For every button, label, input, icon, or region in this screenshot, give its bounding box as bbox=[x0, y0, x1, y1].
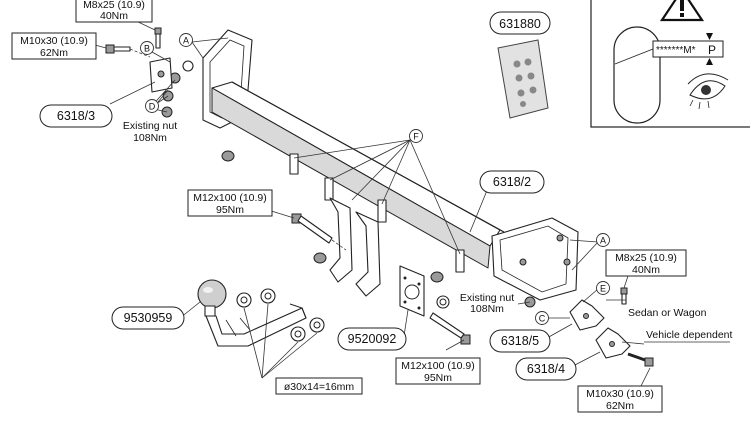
bracket-6318-5 bbox=[569, 299, 605, 331]
bolt-mid-torque: 95Nm bbox=[216, 204, 244, 216]
bolt-left bbox=[105, 44, 151, 58]
pill-6318-4: 6318/4 bbox=[515, 357, 577, 381]
bolt-right-spec: M8x25 (10.9) bbox=[615, 252, 677, 264]
letter-markers: A B D F A E C bbox=[140, 33, 610, 325]
letter-e: E bbox=[600, 284, 606, 294]
bolt-br-torque: 62Nm bbox=[606, 400, 634, 412]
hardware-kit-bag: 631880 bbox=[489, 11, 551, 119]
bracket-6318-4 bbox=[595, 327, 631, 359]
nut-right-line1: Existing nut bbox=[460, 292, 514, 304]
spec-box-bolt-low: M12x100 (10.9) 95Nm bbox=[395, 357, 481, 385]
bolt-left-torque: 62Nm bbox=[40, 47, 68, 59]
sedan-wagon-note: Sedan or Wagon bbox=[628, 307, 707, 319]
vehicle-dependent-note: Vehicle dependent bbox=[646, 329, 732, 341]
pill-6318-3: 6318/3 bbox=[39, 104, 113, 128]
bracket-right-code: 6318/2 bbox=[493, 175, 531, 189]
spec-box-bolt-mid: M12x100 (10.9) 95Nm bbox=[187, 189, 273, 217]
letter-a-left: A bbox=[183, 36, 189, 46]
bolt-right-bottom bbox=[627, 352, 654, 367]
letter-a-right: A bbox=[600, 236, 606, 246]
leader-lines bbox=[94, 9, 651, 389]
letter-b: B bbox=[144, 44, 150, 54]
bolt-mid-spec: M12x100 (10.9) bbox=[193, 192, 267, 204]
bolt-top-spec: M8x25 (10.9) bbox=[83, 0, 145, 11]
pill-6318-5: 6318/5 bbox=[489, 329, 551, 353]
pill-6318-2: 6318/2 bbox=[479, 170, 545, 194]
kit-number: 631880 bbox=[499, 17, 541, 31]
pill-9520092: 9520092 bbox=[337, 327, 407, 351]
ball-part-code: 9530959 bbox=[124, 311, 173, 325]
warning-panel: *******M* P bbox=[590, 0, 750, 128]
crossbar bbox=[202, 29, 579, 301]
nut-right-line2: 108Nm bbox=[470, 303, 504, 315]
ball-neck bbox=[197, 279, 307, 347]
bracket-left-code: 6318/3 bbox=[57, 109, 95, 123]
spacers bbox=[236, 288, 325, 342]
bolt-top-torque: 40Nm bbox=[100, 10, 128, 22]
bracket-6318-3 bbox=[149, 57, 173, 93]
pill-9530959: 9530959 bbox=[111, 306, 185, 330]
bolt-low-torque: 95Nm bbox=[424, 372, 452, 384]
note-existing-nut-right: Existing nut 108Nm bbox=[460, 292, 514, 315]
bolt-low-spec: M12x100 (10.9) bbox=[401, 360, 475, 372]
spacer-dimension: ø30x14=16mm bbox=[284, 381, 355, 393]
bolt-m12-mid bbox=[291, 213, 347, 251]
spec-box-bolt-top: M8x25 (10.9) 40Nm bbox=[75, 0, 153, 23]
socket-part-code: 9520092 bbox=[348, 332, 397, 346]
bolt-br-spec: M10x30 (10.9) bbox=[586, 388, 654, 400]
spec-box-bolt-right: M8x25 (10.9) 40Nm bbox=[605, 249, 687, 277]
nut-left-line1: Existing nut bbox=[123, 120, 177, 132]
letter-f: F bbox=[413, 132, 419, 142]
spec-box-spacer: ø30x14=16mm bbox=[275, 377, 363, 395]
warning-triangle-icon bbox=[659, 0, 705, 22]
eye-icon bbox=[687, 73, 729, 110]
socket-plate bbox=[399, 265, 425, 317]
bracket-4-code: 6318/4 bbox=[527, 362, 565, 376]
plate-text: *******M* bbox=[656, 45, 696, 56]
plate-p: P bbox=[708, 43, 716, 57]
bolt-left-spec: M10x30 (10.9) bbox=[20, 35, 88, 47]
letter-d: D bbox=[149, 102, 156, 112]
bracket-5-code: 6318/5 bbox=[501, 334, 539, 348]
spec-box-bolt-left: M10x30 (10.9) 62Nm bbox=[11, 32, 97, 60]
bolt-top bbox=[154, 27, 162, 49]
bolt-right-torque: 40Nm bbox=[632, 264, 660, 276]
letter-c: C bbox=[539, 314, 546, 324]
nut-left-line2: 108Nm bbox=[133, 132, 167, 144]
bolt-m12-low bbox=[429, 312, 471, 345]
type-plate-icon: *******M* P bbox=[614, 33, 724, 65]
bolt-right-top bbox=[620, 287, 628, 305]
spec-box-bolt-bottom-right: M10x30 (10.9) 62Nm bbox=[577, 385, 663, 413]
note-existing-nut-left: Existing nut 108Nm bbox=[123, 120, 177, 144]
